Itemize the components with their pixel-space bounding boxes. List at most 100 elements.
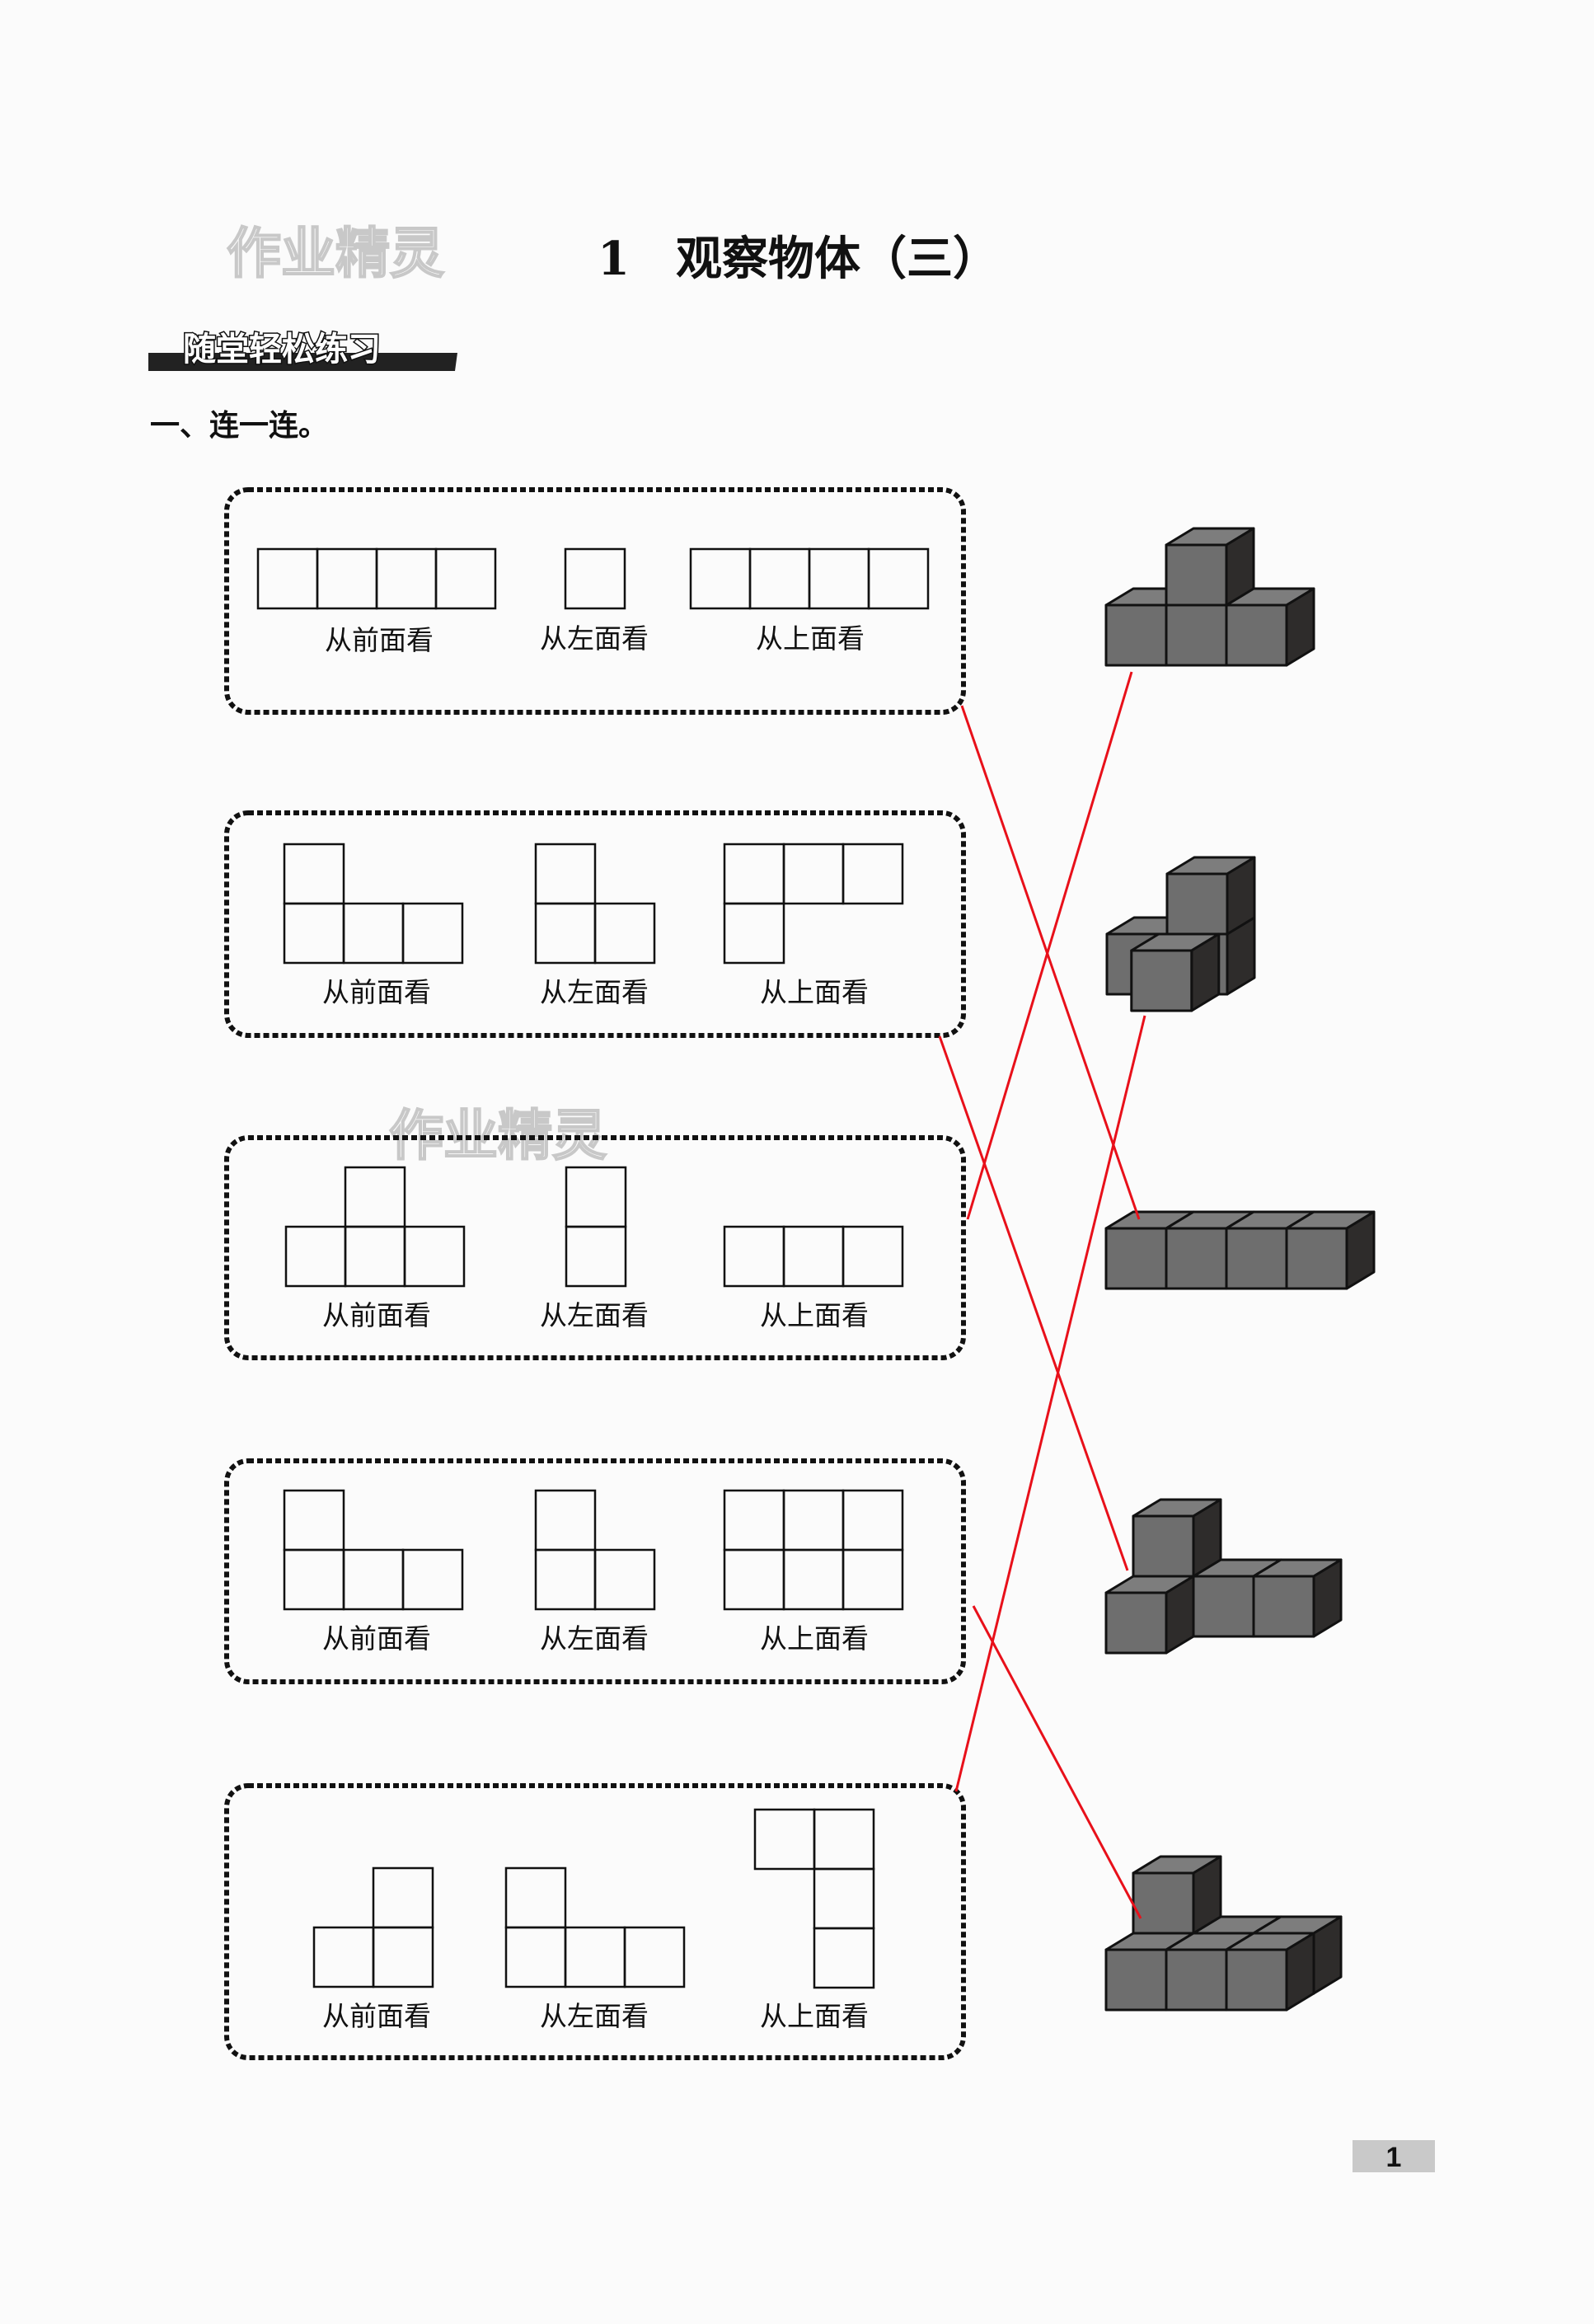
cube-front-face: [1165, 872, 1229, 936]
views-box-2: [224, 810, 966, 1038]
cube: [1165, 856, 1256, 936]
view-square: [748, 547, 811, 610]
view-drawing: [283, 1489, 464, 1611]
cube-figure: [1104, 1210, 1376, 1290]
view-drawing: [256, 547, 497, 610]
cube-front-face: [1225, 1227, 1288, 1290]
view-square: [623, 1926, 686, 1988]
view-square: [534, 1489, 597, 1552]
view-square: [504, 1866, 567, 1929]
view-square: [342, 1548, 405, 1611]
cube-front-face: [1225, 1948, 1288, 2012]
cube: [1225, 1932, 1315, 2012]
page-title: 1 观察物体（三）: [598, 232, 999, 286]
cube-front-face: [1132, 1514, 1195, 1578]
cube: [1132, 1855, 1222, 1935]
label-front: 从前面看: [322, 2000, 431, 2032]
label-top: 从上面看: [760, 976, 869, 1008]
cube-front-face: [1165, 1227, 1228, 1290]
view-square: [534, 1548, 597, 1611]
view-square: [565, 1166, 627, 1228]
views-box-5: [224, 1783, 966, 2060]
view-labels: 从前面看 从左面看 从上面看 从前面看 从左面看 从上面看 从前面看 从左面看 …: [322, 622, 869, 2032]
view-square: [372, 1866, 434, 1929]
view-drawing: [534, 1489, 656, 1611]
cube: [1252, 1558, 1343, 1638]
view-square: [689, 547, 752, 610]
view-square: [782, 1548, 845, 1611]
view-drawing: [565, 1166, 627, 1288]
cube-figure: [1105, 856, 1256, 1012]
label-left: 从左面看: [540, 1299, 649, 1331]
cube-front-face: [1104, 1948, 1168, 2012]
cube-figure: [1104, 1498, 1343, 1655]
cube-front-face: [1104, 1227, 1168, 1290]
cube-front-face: [1252, 1575, 1315, 1638]
view-square: [312, 1926, 375, 1988]
page-number-box: [1353, 2140, 1435, 2172]
view-square: [723, 843, 785, 905]
view-square: [283, 1489, 345, 1552]
view-square: [842, 1225, 904, 1288]
view-square: [753, 1808, 816, 1871]
view-square: [593, 1548, 656, 1611]
cube: [1130, 932, 1221, 1012]
view-square: [504, 1926, 567, 1988]
view-square: [283, 1548, 345, 1611]
cube-front-face: [1165, 1948, 1228, 2012]
cube-front-face: [1225, 603, 1288, 667]
label-top: 从上面看: [760, 1622, 869, 1655]
views-box-1: [224, 487, 966, 715]
label-top: 从上面看: [760, 2000, 869, 2032]
view-drawing: [283, 843, 464, 965]
view-drawing: [312, 1866, 434, 1988]
cube-front-face: [1285, 1227, 1348, 1290]
cube: [1225, 587, 1315, 667]
label-front: 从前面看: [322, 976, 431, 1008]
section-banner: 随堂轻松练习: [148, 330, 457, 371]
view-drawing: [723, 1225, 904, 1288]
view-drawing: [564, 547, 626, 610]
view-square: [782, 1489, 845, 1552]
cube: [1104, 1575, 1195, 1655]
cube-front-face: [1165, 543, 1228, 607]
label-front: 从前面看: [322, 1299, 431, 1331]
label-front: 从前面看: [322, 1622, 431, 1655]
view-square: [723, 1548, 785, 1611]
cube-front-face: [1132, 1871, 1195, 1935]
match-line: [938, 1035, 1129, 1571]
view-square: [808, 547, 870, 610]
view-square: [283, 843, 345, 905]
match-line: [966, 671, 1133, 1220]
view-square: [782, 1225, 845, 1288]
match-line: [954, 1015, 1146, 1792]
view-drawing: [753, 1808, 875, 1989]
cube-front-face: [1165, 603, 1228, 667]
view-square: [256, 547, 319, 610]
view-square: [401, 902, 464, 965]
view-square: [564, 1926, 626, 1988]
view-square: [723, 1225, 785, 1288]
view-drawing: [504, 1866, 686, 1988]
view-square: [813, 1808, 875, 1871]
cube: [1285, 1210, 1376, 1290]
section-banner-text: 随堂轻松练习: [183, 331, 381, 369]
view-square: [344, 1166, 406, 1228]
cube-front-face: [1130, 949, 1193, 1012]
view-square: [403, 1225, 466, 1288]
view-drawing: [534, 843, 656, 965]
view-square: [283, 902, 345, 965]
cube-figure: [1104, 527, 1315, 667]
views-box-4: [224, 1458, 966, 1684]
view-square: [565, 1225, 627, 1288]
view-square: [867, 547, 930, 610]
view-square: [534, 843, 597, 905]
view-square: [564, 547, 626, 610]
page-number: 1: [1386, 2142, 1402, 2173]
match-line: [960, 705, 1141, 1220]
watermark: 作业精灵: [227, 222, 444, 285]
view-drawing: [284, 1166, 466, 1288]
view-square: [723, 1489, 785, 1552]
views-box-3: [224, 1135, 966, 1360]
label-top: 从上面看: [756, 622, 865, 655]
